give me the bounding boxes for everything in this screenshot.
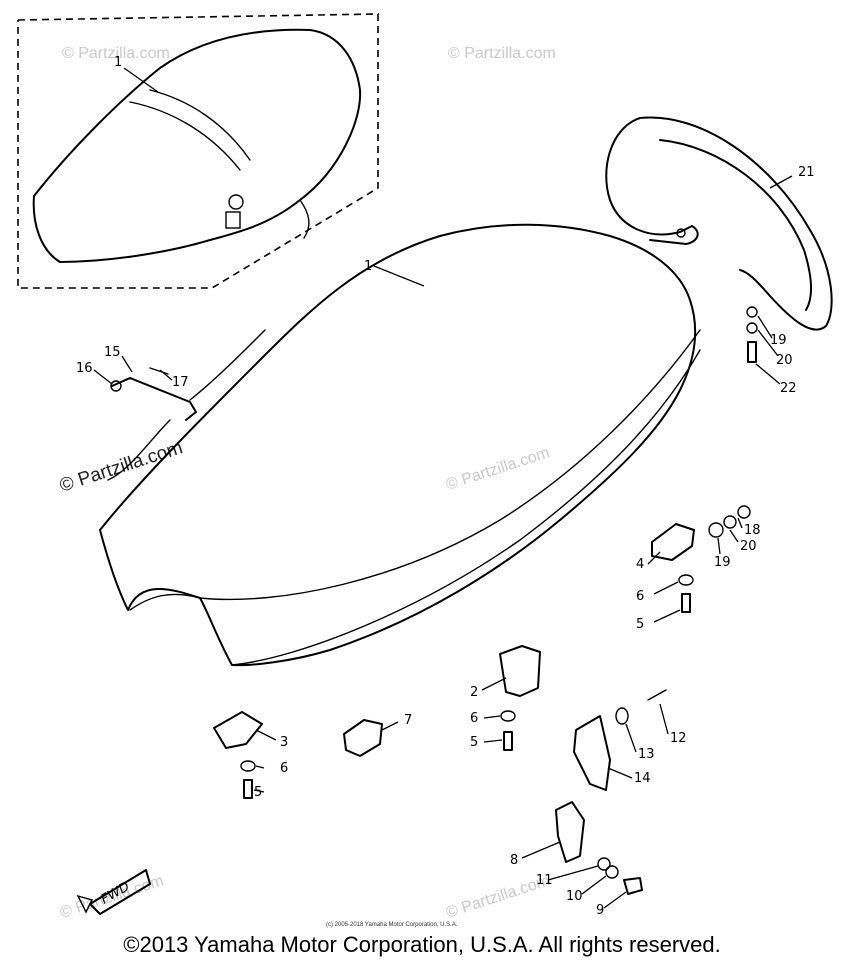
callout-9: 9: [596, 903, 604, 918]
callout-1-main: 1: [364, 259, 372, 274]
callout-6: 6: [470, 711, 478, 726]
callout-12: 12: [670, 731, 687, 746]
callout-8: 8: [510, 853, 518, 868]
callout-20: 20: [740, 539, 757, 554]
watermark: © Partzilla.com: [62, 45, 170, 62]
watermark: © Partzilla.com: [444, 444, 552, 493]
callout-16: 16: [76, 361, 93, 376]
watermark-prominent: © Partzilla.com: [57, 437, 185, 497]
callout-19: 19: [770, 333, 787, 348]
leader-lines: [93, 67, 793, 909]
callout-2: 2: [470, 685, 478, 700]
callout-3: 3: [280, 735, 288, 750]
callout-6: 6: [280, 761, 288, 776]
callout-4: 4: [636, 557, 644, 572]
callout-6: 6: [636, 589, 644, 604]
watermark-layer: © Partzilla.com © Partzilla.com © Partzi…: [57, 45, 556, 922]
inset-box: [17, 13, 379, 289]
callout-21: 21: [798, 165, 815, 180]
hardware-parts: [110, 306, 758, 895]
callout-18: 18: [744, 523, 761, 538]
callout-15: 15: [104, 345, 121, 360]
callout-7: 7: [404, 713, 412, 728]
callout-17: 17: [172, 375, 189, 390]
fine-print: (c) 2005-2018 Yamaha Motor Corporation, …: [326, 922, 458, 928]
callout-5: 5: [470, 735, 478, 750]
callouts: 1 1 2 3 4 5 5 5 6 6 6 7 8 9 10 11 12 13 …: [76, 55, 815, 918]
callout-1-inset: 1: [114, 55, 122, 70]
copyright-notice: ©2013 Yamaha Motor Corporation, U.S.A. A…: [123, 932, 721, 957]
callout-5: 5: [254, 785, 262, 800]
seat-main: [99, 223, 701, 667]
callout-13: 13: [638, 747, 655, 762]
callout-11: 11: [536, 873, 553, 888]
seat-variant-inset: [32, 28, 362, 263]
callout-20: 20: [776, 353, 793, 368]
grab-bar: [605, 116, 833, 331]
watermark: © Partzilla.com: [448, 45, 556, 62]
callout-19: 19: [714, 555, 731, 570]
callout-10: 10: [566, 889, 583, 904]
callout-14: 14: [634, 771, 651, 786]
callout-5: 5: [636, 617, 644, 632]
callout-22: 22: [780, 381, 797, 396]
